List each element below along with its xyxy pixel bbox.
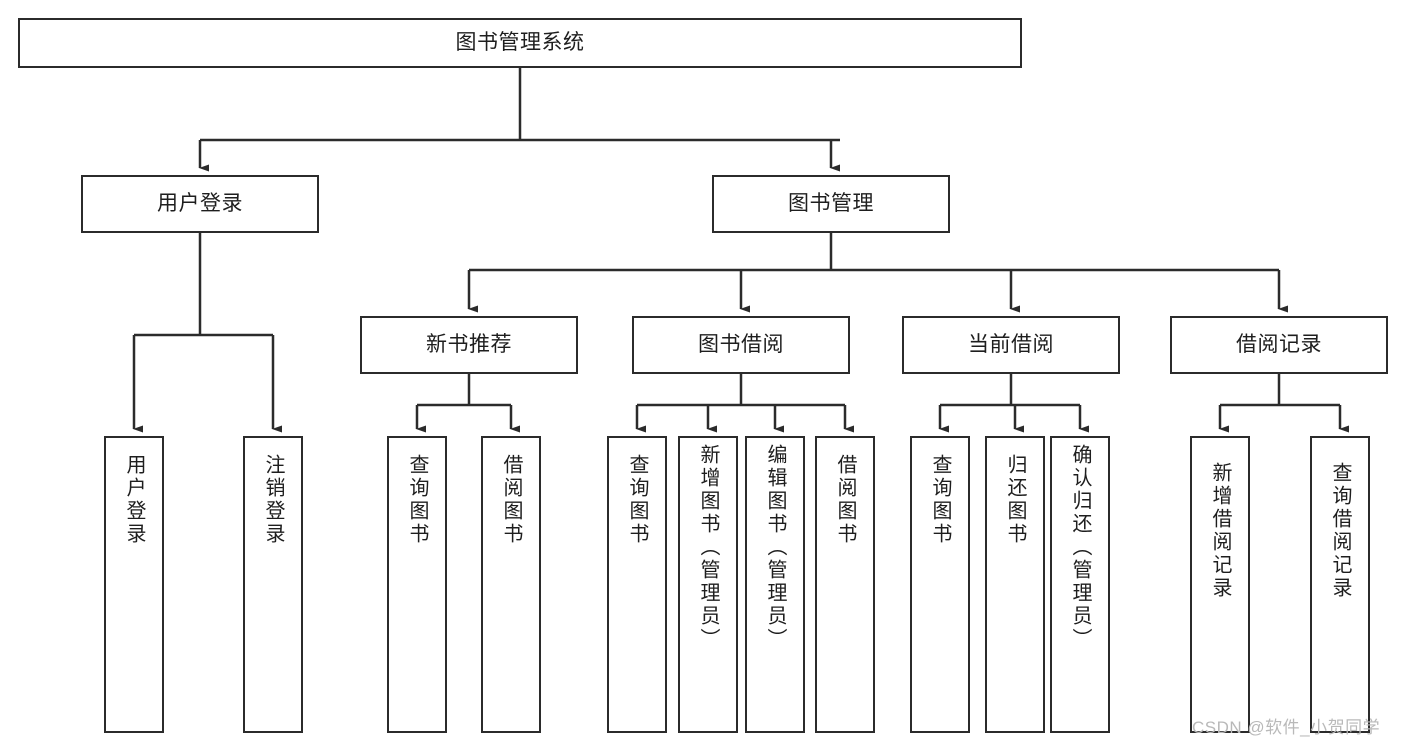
node-leaf-user-login[interactable]: 用户登录 [104, 436, 164, 733]
node-leaf-add-borrow-record[interactable]: 新增借阅记录 [1190, 436, 1250, 733]
node-leaf-add-book-admin[interactable]: 新增图书（管理员） [678, 436, 738, 733]
node-leaf-confirm-return-admin[interactable]: 确认归还（管理员） [1050, 436, 1110, 733]
node-borrow-record-label: 借阅记录 [1236, 332, 1322, 356]
node-leaf-edit-book-admin-label: 编辑图书（管理员） [764, 444, 786, 651]
node-leaf-query-book-1[interactable]: 查询图书 [387, 436, 447, 733]
node-leaf-query-book-3-label: 查询图书 [929, 454, 951, 546]
node-leaf-borrow-book-1[interactable]: 借阅图书 [481, 436, 541, 733]
node-book-manage-label: 图书管理 [788, 191, 874, 215]
node-leaf-user-login-label: 用户登录 [123, 454, 145, 546]
node-user-login[interactable]: 用户登录 [81, 175, 319, 233]
csdn-watermark: CSDN @软件_小贺同学 [1192, 718, 1381, 737]
node-leaf-borrow-book-2-label: 借阅图书 [834, 454, 856, 546]
node-leaf-return-book[interactable]: 归还图书 [985, 436, 1045, 733]
node-leaf-query-book-2-label: 查询图书 [626, 454, 648, 546]
node-leaf-logout-login[interactable]: 注销登录 [243, 436, 303, 733]
node-root[interactable]: 图书管理系统 [18, 18, 1022, 68]
node-book-manage[interactable]: 图书管理 [712, 175, 950, 233]
node-borrow-record[interactable]: 借阅记录 [1170, 316, 1388, 374]
node-leaf-add-book-admin-label: 新增图书（管理员） [697, 444, 719, 651]
node-leaf-add-borrow-record-label: 新增借阅记录 [1209, 462, 1231, 600]
node-root-label: 图书管理系统 [455, 30, 585, 54]
node-current-borrow[interactable]: 当前借阅 [902, 316, 1120, 374]
node-leaf-confirm-return-admin-label: 确认归还（管理员） [1069, 444, 1091, 651]
node-leaf-edit-book-admin[interactable]: 编辑图书（管理员） [745, 436, 805, 733]
node-leaf-query-borrow-record[interactable]: 查询借阅记录 [1310, 436, 1370, 733]
node-new-book-recommend-label: 新书推荐 [426, 332, 512, 356]
node-book-borrow[interactable]: 图书借阅 [632, 316, 850, 374]
node-leaf-borrow-book-2[interactable]: 借阅图书 [815, 436, 875, 733]
node-leaf-return-book-label: 归还图书 [1004, 454, 1026, 546]
node-leaf-query-book-1-label: 查询图书 [406, 454, 428, 546]
node-leaf-query-borrow-record-label: 查询借阅记录 [1329, 462, 1351, 600]
node-new-book-recommend[interactable]: 新书推荐 [360, 316, 578, 374]
node-user-login-label: 用户登录 [157, 191, 243, 215]
node-book-borrow-label: 图书借阅 [698, 332, 784, 356]
node-leaf-logout-login-label: 注销登录 [262, 454, 284, 546]
node-current-borrow-label: 当前借阅 [968, 332, 1054, 356]
node-leaf-query-book-2[interactable]: 查询图书 [607, 436, 667, 733]
node-leaf-borrow-book-1-label: 借阅图书 [500, 454, 522, 546]
node-leaf-query-book-3[interactable]: 查询图书 [910, 436, 970, 733]
